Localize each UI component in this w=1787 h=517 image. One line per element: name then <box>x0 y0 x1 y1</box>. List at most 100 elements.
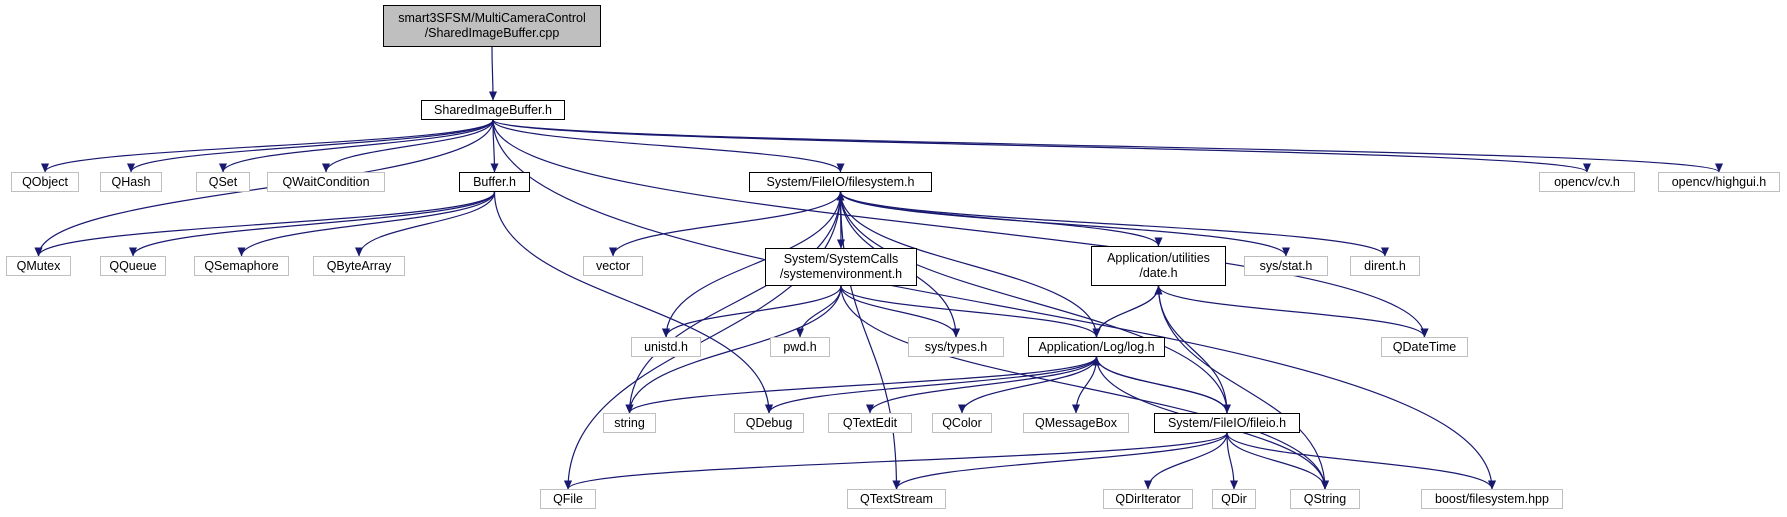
node-label: QWaitCondition <box>282 174 370 189</box>
edge-filesystem_h-to-qfile <box>563 191 842 490</box>
edge-fileio_h-to-qtextstream <box>892 432 1228 490</box>
edge-fileio_h-to-date_h <box>1154 285 1228 414</box>
node-boost-filesystem-hpp: boost/filesystem.hpp <box>1421 489 1563 509</box>
node-label: QDirIterator <box>1115 491 1181 506</box>
edge-systemenvironment_h-to-unistd <box>662 285 842 338</box>
node-label: System/FileIO/fileio.h <box>1167 415 1287 430</box>
node-label: unistd.h <box>644 339 688 354</box>
node-label: pwd.h <box>783 339 817 354</box>
node-unistd-h: unistd.h <box>631 337 701 357</box>
node-qset: QSet <box>196 172 250 192</box>
edge-date_h-to-qstring <box>1157 285 1330 490</box>
edge-buffer_h-to-qqueue <box>129 191 496 257</box>
node-opencv-highgui-h: opencv/highgui.h <box>1658 172 1780 192</box>
node-qdiriterator: QDirIterator <box>1103 489 1193 509</box>
edge-filesystem_h-to-vector <box>609 191 842 257</box>
node-label: QFile <box>553 491 583 506</box>
edge-filesystem_h-to-unistd <box>661 191 842 338</box>
edge-buffer_h-to-qsemaphore <box>237 191 496 257</box>
node-sys-stat-h: sys/stat.h <box>1244 256 1328 276</box>
edge-fileio_h-to-boost_filesystem <box>1226 432 1496 490</box>
node-sys-types-h: sys/types.h <box>908 337 1004 357</box>
node-vector: vector <box>583 256 643 276</box>
node-label: QSemaphore <box>204 258 279 273</box>
node-label: smart3SFSM/MultiCameraControl /SharedIma… <box>398 11 586 40</box>
node-label: QDir <box>1221 491 1247 506</box>
node-filesystem-h[interactable]: System/FileIO/filesystem.h <box>749 172 932 192</box>
node-qdatetime: QDateTime <box>1381 337 1468 357</box>
node-qobject: QObject <box>11 172 79 192</box>
edge-root-to-shared_image_buffer_h <box>488 46 498 101</box>
node-qtextstream: QTextStream <box>847 489 946 509</box>
node-label: QObject <box>22 174 68 189</box>
node-label: QTextStream <box>860 491 933 506</box>
node-qqueue: QQueue <box>100 256 166 276</box>
node-label: QString <box>1303 491 1347 506</box>
node-dirent-h: dirent.h <box>1350 256 1420 276</box>
node-label: vector <box>595 258 631 273</box>
edge-systemenvironment_h-to-qstring <box>840 285 1330 490</box>
edge-shared_image_buffer_h-to-qwaitcondition <box>322 119 494 173</box>
node-label: QDebug <box>745 415 793 430</box>
node-label: boost/filesystem.hpp <box>1435 491 1549 506</box>
node-qhash: QHash <box>100 172 162 192</box>
edge-fileio_h-to-log_h <box>1092 356 1228 414</box>
node-date-h[interactable]: Application/utilities /date.h <box>1091 246 1226 286</box>
edge-shared_image_buffer_h-to-qdatetime <box>492 119 1429 338</box>
node-pwd-h: pwd.h <box>770 337 830 357</box>
edge-filesystem_h-to-log_h <box>839 191 1101 338</box>
node-label: QDateTime <box>1392 339 1457 354</box>
edge-filesystem_h-to-dirent <box>839 191 1389 257</box>
node-label: System/FileIO/filesystem.h <box>766 174 915 189</box>
node-qbytearray: QByteArray <box>313 256 405 276</box>
node-label: opencv/cv.h <box>1554 174 1620 189</box>
node-qfile: QFile <box>540 489 596 509</box>
node-label: QColor <box>942 415 982 430</box>
edge-log_h-to-qtextedit <box>866 356 1098 414</box>
node-systemenvironment-h[interactable]: System/SystemCalls /systemenvironment.h <box>765 248 917 286</box>
edge-filesystem_h-to-qtextstream <box>839 191 901 490</box>
node-qdir: QDir <box>1212 489 1256 509</box>
node-label: QSet <box>208 174 238 189</box>
node-fileio-h[interactable]: System/FileIO/fileio.h <box>1154 413 1300 433</box>
edge-date_h-to-qdatetime <box>1157 285 1429 338</box>
node-label: sys/stat.h <box>1259 258 1313 273</box>
node-label: QMutex <box>16 258 61 273</box>
edge-systemenvironment_h-to-sys_types <box>840 285 961 338</box>
node-qstring: QString <box>1290 489 1360 509</box>
edge-log_h-to-qcolor <box>957 356 1098 414</box>
node-root-shared-image-buffer-cpp: smart3SFSM/MultiCameraControl /SharedIma… <box>383 5 601 47</box>
edge-systemenvironment_h-to-string <box>625 285 842 414</box>
node-qcolor: QColor <box>932 413 992 433</box>
edge-log_h-to-string <box>625 356 1098 414</box>
dependency-edges <box>34 46 1723 490</box>
edge-fileio_h-to-qfile <box>564 432 1228 490</box>
node-buffer-h[interactable]: Buffer.h <box>459 172 530 192</box>
node-shared-image-buffer-h[interactable]: SharedImageBuffer.h <box>421 100 565 120</box>
edge-fileio_h-to-qdir <box>1226 432 1239 490</box>
node-label: QTextEdit <box>842 415 898 430</box>
node-qmutex: QMutex <box>6 256 71 276</box>
node-label: QQueue <box>109 258 157 273</box>
node-label: Application/utilities /date.h <box>1107 251 1210 280</box>
edge-log_h-to-qdebug <box>765 356 1098 414</box>
node-label: QHash <box>111 174 151 189</box>
node-label: opencv/highgui.h <box>1671 174 1767 189</box>
node-label: QMessageBox <box>1035 415 1117 430</box>
node-string: string <box>603 413 656 433</box>
node-label: sys/types.h <box>924 339 988 354</box>
edge-filesystem_h-to-sys_stat <box>839 191 1290 257</box>
edge-shared_image_buffer_h-to-qhash <box>127 119 494 173</box>
node-qsemaphore: QSemaphore <box>194 256 289 276</box>
node-label: string <box>614 415 645 430</box>
node-label: Application/Log/log.h <box>1038 339 1155 354</box>
edge-buffer_h-to-qmutex <box>34 191 496 257</box>
edge-log_h-to-date_h <box>1095 285 1163 338</box>
edge-shared_image_buffer_h-to-opencv_cv <box>492 119 1591 173</box>
edge-shared_image_buffer_h-to-qset <box>219 119 494 173</box>
node-label: Buffer.h <box>473 174 516 189</box>
edge-buffer_h-to-qdebug <box>493 191 774 414</box>
node-log-h[interactable]: Application/Log/log.h <box>1028 337 1165 357</box>
node-label: dirent.h <box>1364 258 1406 273</box>
